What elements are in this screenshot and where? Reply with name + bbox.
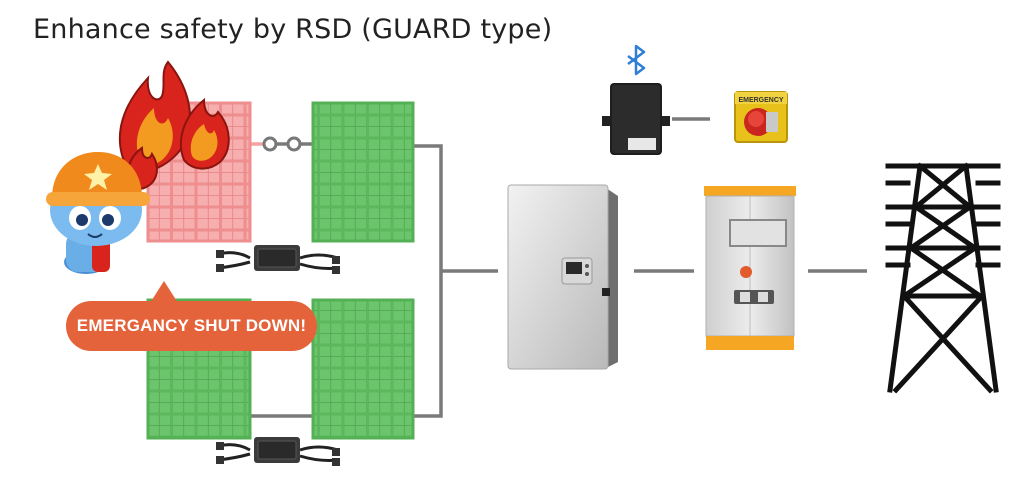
- rsd-device: [216, 245, 340, 274]
- emergency-label: EMERGENCY: [738, 97, 783, 104]
- inverter: [507, 184, 618, 370]
- wiring: [250, 117, 867, 418]
- transmission-tower-icon: [885, 162, 1001, 394]
- solar-panel: [311, 101, 415, 243]
- emergency-callout: EMERGANCY SHUT DOWN!: [66, 281, 317, 351]
- ac-combiner-cabinet: [704, 186, 796, 350]
- callout-tail: [150, 281, 178, 303]
- fire-icon: [118, 60, 230, 190]
- disconnect-terminal: [286, 136, 302, 152]
- rsd-controller-box: [602, 83, 670, 155]
- emergency-stop-button: EMERGENCY: [734, 91, 788, 143]
- firefighter-mascot-icon: [46, 152, 150, 274]
- bluetooth-icon: [627, 44, 646, 76]
- solar-panel: [311, 298, 415, 440]
- disconnect-terminal: [262, 136, 278, 152]
- page-title: Enhance safety by RSD (GUARD type): [33, 14, 553, 45]
- rsd-device: [216, 437, 340, 466]
- emergency-callout-text: EMERGANCY SHUT DOWN!: [76, 316, 307, 335]
